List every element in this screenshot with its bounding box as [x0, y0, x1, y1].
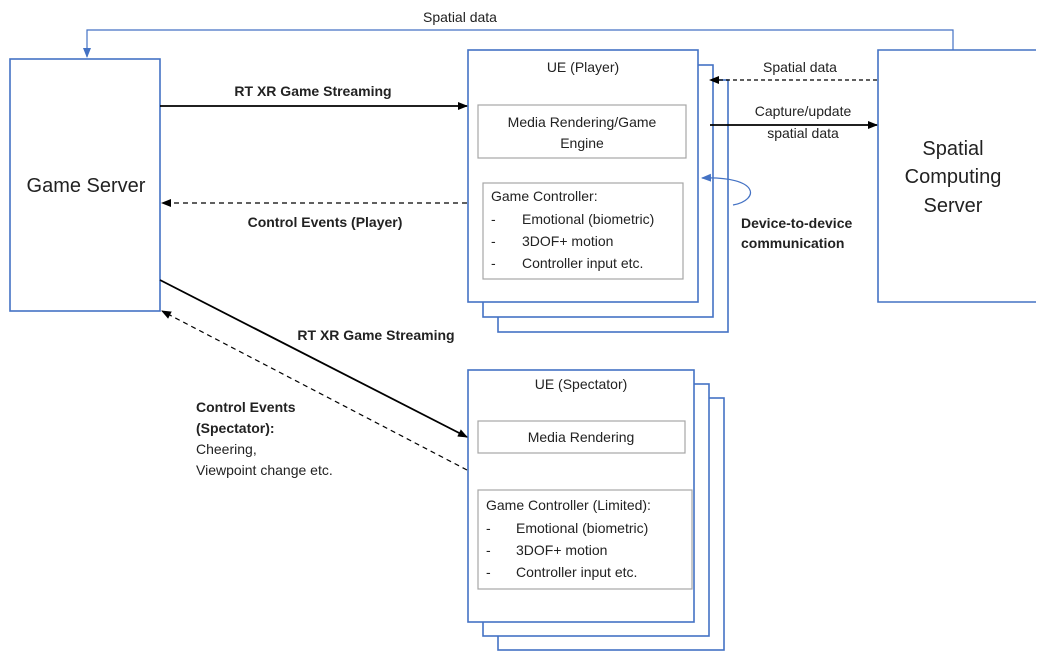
rt-stream-spectator-arrow	[159, 279, 468, 438]
capture-update-line1: Capture/update	[755, 103, 852, 119]
spectator-controller-item: 3DOF+ motion	[516, 542, 607, 558]
spatial-data-in-label: Spatial data	[763, 59, 837, 75]
media-rendering-game-engine-line1: Media Rendering/Game	[508, 114, 657, 130]
media-rendering-game-engine-box	[477, 104, 687, 159]
capture-update-line2: spatial data	[767, 125, 839, 141]
spatial-computing-server-node	[877, 49, 1036, 303]
spatial-data-top-label: Spatial data	[423, 9, 497, 25]
player-controller-item: Emotional (biometric)	[522, 211, 654, 227]
spectator-controller-bullet: -	[486, 520, 491, 536]
player-controller-bullet: -	[491, 233, 496, 249]
player-controller-bullet: -	[491, 211, 496, 227]
spatial-data-feedback-line	[83, 29, 954, 58]
control-spectator-line4: Viewpoint change etc.	[196, 462, 333, 478]
spectator-controller-bullet: -	[486, 564, 491, 580]
control-events-player-label: Control Events (Player)	[248, 214, 403, 230]
spectator-game-controller-box	[477, 489, 693, 590]
spectator-controller-title: Game Controller (Limited):	[486, 497, 651, 513]
device-to-device-loop-arrow	[701, 173, 751, 206]
control-spectator-bold-line1: Control Events	[196, 399, 296, 415]
media-rendering-box	[477, 420, 686, 454]
spatial-server-line2: Computing	[905, 166, 1002, 188]
control-spectator-bold-line2: (Spectator):	[196, 420, 275, 436]
game-server-node	[9, 58, 161, 312]
game-server-label: Game Server	[27, 175, 146, 197]
player-controller-item: 3DOF+ motion	[522, 233, 613, 249]
player-game-controller-box	[482, 182, 684, 280]
ue-player-title: UE (Player)	[547, 59, 619, 75]
spectator-controller-item: Controller input etc.	[516, 564, 637, 580]
ue-spectator-title: UE (Spectator)	[535, 376, 628, 392]
spatial-server-line3: Server	[924, 195, 983, 217]
rt-stream-spectator-label: RT XR Game Streaming	[297, 327, 454, 343]
media-rendering-game-engine-line2: Engine	[560, 135, 604, 151]
d2d-label-line1: Device-to-device	[741, 215, 852, 231]
spectator-controller-item: Emotional (biometric)	[516, 520, 648, 536]
spatial-server-line1: Spatial	[922, 138, 983, 160]
spectator-controller-bullet: -	[486, 542, 491, 558]
player-controller-title: Game Controller:	[491, 188, 598, 204]
player-controller-bullet: -	[491, 255, 496, 271]
player-controller-item: Controller input etc.	[522, 255, 643, 271]
control-events-spectator-arrow	[161, 310, 468, 471]
d2d-label-line2: communication	[741, 235, 844, 251]
rt-stream-player-label: RT XR Game Streaming	[234, 83, 391, 99]
control-spectator-line3: Cheering,	[196, 441, 257, 457]
media-rendering-label: Media Rendering	[528, 429, 635, 445]
